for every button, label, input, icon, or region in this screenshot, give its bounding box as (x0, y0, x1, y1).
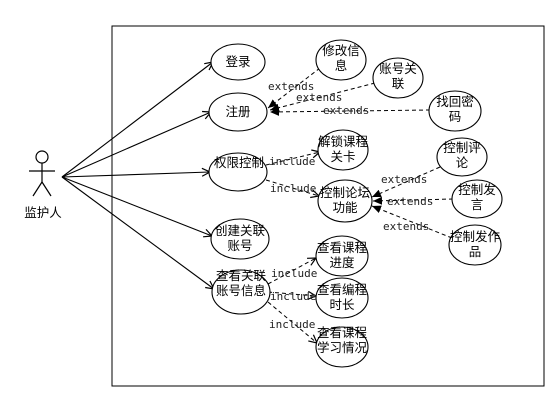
use-case-permission-control (208, 152, 268, 192)
extend-control-publish-work (371, 205, 453, 239)
include-label-learning-status: include (269, 318, 316, 331)
include-label-coding-time: include (270, 290, 317, 303)
modify-info-label: 修改信息 (322, 43, 360, 73)
use-case-create-link-account (210, 218, 270, 260)
use-case-login (210, 43, 266, 81)
include-coding-time (267, 292, 316, 296)
view-linked-account-label: 查看关联账号信息 (215, 268, 266, 298)
association-view-account (61, 176, 214, 289)
association-register (61, 112, 211, 178)
include-label-unlock-course: include (269, 155, 316, 168)
association-permission (61, 172, 210, 178)
extends-label-modify-info: extends (268, 80, 315, 93)
extend-control-comment (371, 166, 441, 198)
use-case-account-link (372, 57, 424, 99)
include-forum-control (265, 179, 319, 196)
include-label-course-progress: include (271, 267, 318, 280)
extends-label-control-post: extends (387, 195, 434, 208)
extends-label-recover-password: extends (323, 104, 370, 117)
control-publish-work-label: 控制发作品 (450, 229, 501, 259)
account-link-label: 账号关联 (379, 61, 417, 91)
forum-control-label: 控制论坛功能 (320, 185, 371, 215)
view-learning-status-label: 查看课程学习情况 (317, 325, 368, 355)
association-login (61, 62, 213, 178)
use-case-view-coding-time (315, 277, 369, 319)
view-course-progress-label: 查看课程进度 (317, 240, 368, 270)
use-case-forum-control (317, 179, 373, 223)
extend-recover-password (269, 107, 431, 116)
include-label-forum-control: include (270, 182, 317, 195)
extend-modify-info (267, 67, 321, 109)
extends-label-account-link: extends (296, 91, 343, 104)
use-case-control-comment (436, 137, 488, 177)
use-case-view-learning-status (315, 326, 369, 368)
use-case-view-linked-account (211, 269, 271, 315)
association-create-account (61, 176, 212, 236)
include-course-progress (267, 258, 316, 285)
include-unlock-course (265, 152, 320, 166)
use-case-control-publish-work (448, 224, 502, 266)
extends-label-control-comment: extends (381, 173, 428, 186)
actor-icon (29, 150, 55, 197)
create-link-account-label: 创建关联账号 (215, 223, 266, 253)
use-case-modify-info (315, 39, 367, 81)
use-case-register (208, 92, 268, 132)
register-label: 注册 (225, 104, 251, 119)
recover-password-label: 找回密码 (436, 94, 474, 124)
use-case-recover-password (428, 90, 482, 132)
login-label: 登录 (225, 54, 251, 69)
view-coding-time-label: 查看编程时长 (317, 282, 368, 312)
use-case-control-post (451, 179, 503, 219)
use-case-unlock-course (317, 129, 369, 171)
extend-control-post (372, 196, 454, 205)
system-boundary (111, 25, 545, 387)
control-comment-label: 控制评论 (443, 140, 481, 170)
actor-label: 监护人 (24, 205, 62, 220)
extends-label-control-publish-work: extends (383, 220, 430, 233)
unlock-course-label: 解锁课程关卡 (318, 134, 369, 164)
use-case-view-course-progress (315, 235, 369, 277)
include-learning-status (267, 301, 317, 343)
permission-control-label: 权限控制 (214, 155, 265, 170)
control-post-label: 控制发言 (458, 182, 496, 212)
